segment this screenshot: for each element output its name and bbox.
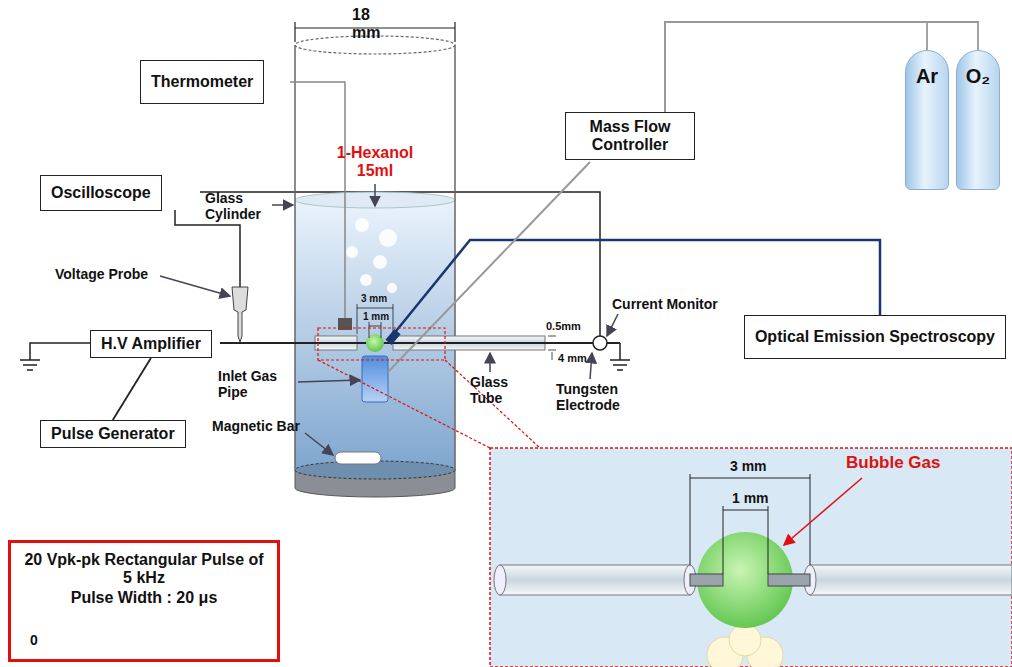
part-label: 0 bbox=[30, 632, 38, 648]
instrument-box: Mass Flow Controller bbox=[565, 112, 695, 160]
part-label: Inlet Gas Pipe bbox=[218, 368, 298, 400]
part-label: Glass Cylinder bbox=[205, 190, 271, 222]
part-label: 1-Hexanol 15ml bbox=[325, 144, 425, 181]
node-text: Mass Flow Controller bbox=[576, 118, 684, 154]
part-label: 4 mm bbox=[558, 352, 587, 365]
part-label: 0.5mm bbox=[546, 320, 581, 333]
node-text: Pulse Width : 20 μs bbox=[71, 589, 218, 607]
part-label: 3 mm bbox=[361, 293, 387, 305]
node-text: Oscilloscope bbox=[51, 184, 151, 202]
instrument-box: Optical Emission Spectroscopy bbox=[744, 315, 1006, 359]
connector-line bbox=[665, 22, 927, 112]
node-text: Ar bbox=[916, 65, 938, 88]
node-text: O₂ bbox=[966, 65, 990, 88]
node-text: H.V Amplifier bbox=[101, 335, 201, 353]
gas-cylinder: Ar bbox=[905, 50, 949, 190]
part-label: 18 mm bbox=[352, 6, 398, 43]
part-label: 1 mm bbox=[363, 311, 389, 323]
instrument-box: H.V Amplifier bbox=[90, 330, 212, 358]
instrument-box: Thermometer bbox=[140, 60, 264, 104]
part-label: Tungsten Electrode bbox=[556, 381, 646, 413]
node-text: Pulse Generator bbox=[51, 425, 175, 443]
part-label: 1 mm bbox=[732, 490, 769, 506]
part-label: Magnetic Bar bbox=[212, 418, 307, 434]
part-label: 3 mm bbox=[730, 458, 767, 474]
gas-cylinder: O₂ bbox=[956, 50, 1000, 190]
instrument-box: Pulse Generator bbox=[40, 420, 186, 448]
connector-line bbox=[113, 358, 151, 420]
part-label: Glass Tube bbox=[470, 374, 518, 406]
node-text: Optical Emission Spectroscopy bbox=[755, 328, 995, 346]
part-label: Voltage Probe bbox=[55, 266, 148, 282]
part-label: Current Monitor bbox=[612, 296, 718, 312]
part-label: Bubble Gas bbox=[846, 453, 940, 473]
instrument-box: Oscilloscope bbox=[40, 175, 162, 211]
node-text: Thermometer bbox=[151, 73, 253, 91]
pulse-spec-box: 20 Vpk-pk Rectangular Pulse of 5 kHzPuls… bbox=[8, 540, 280, 662]
node-text: 20 Vpk-pk Rectangular Pulse of 5 kHz bbox=[19, 551, 269, 587]
